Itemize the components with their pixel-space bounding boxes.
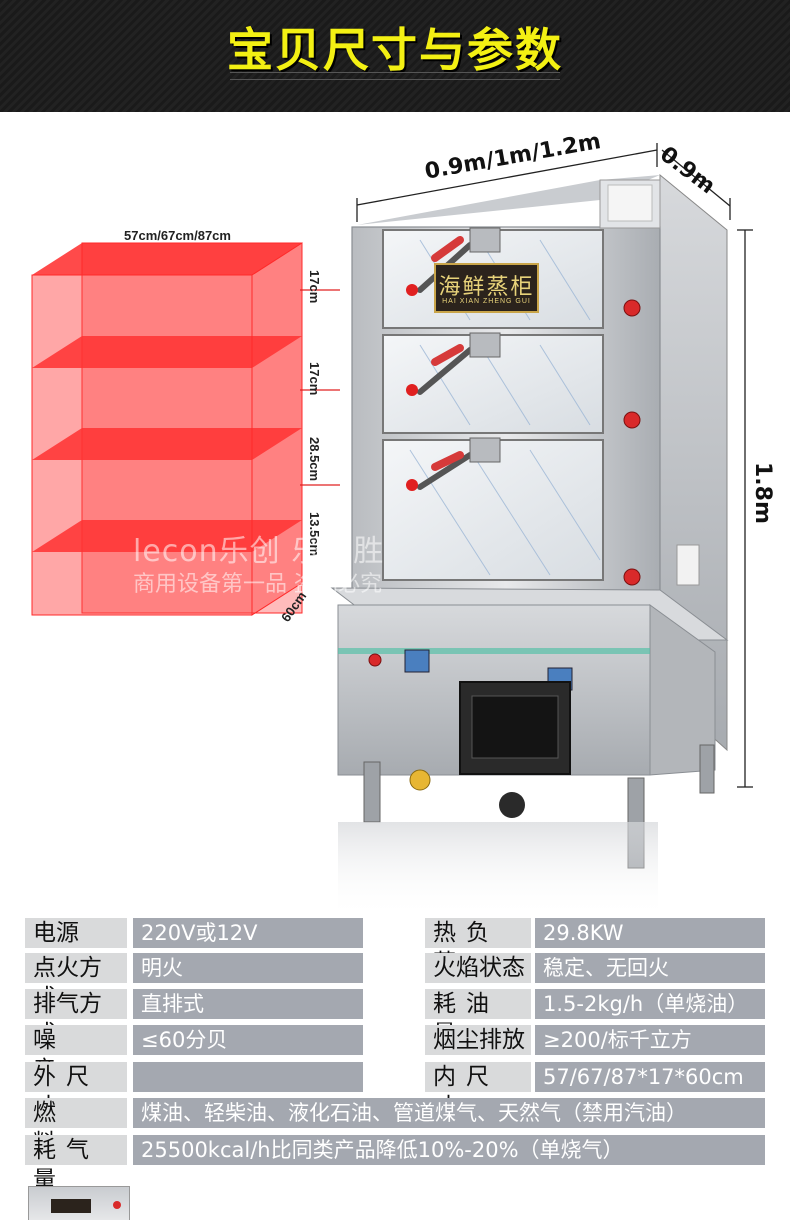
spec-value — [133, 1062, 363, 1092]
floor-reflection — [338, 822, 658, 918]
spec-value: 明火 — [133, 953, 363, 983]
spec-row-inner-size: 内尺寸 57/67/87*17*60cm — [425, 1062, 765, 1120]
thumbnail-knob — [113, 1201, 121, 1209]
cabinet-sign-text: 海鲜蒸柜 — [438, 275, 535, 300]
title-banner: 宝贝尺寸与参数 — [0, 0, 790, 112]
next-section-thumbnail — [28, 1186, 130, 1220]
tier-slabs — [32, 243, 302, 552]
spec-label: 排气方式 — [25, 989, 127, 1047]
spec-value: 220V或12V — [133, 918, 363, 948]
spec-label-text: 耗气量 — [33, 1137, 99, 1193]
spec-value: 57/67/87*17*60cm — [535, 1062, 765, 1092]
tier-label-2: 17cm — [307, 362, 322, 396]
spec-row-power: 电源 220V或12V — [25, 918, 365, 948]
spec-label-text: 电源 — [33, 920, 79, 946]
watermark-brand: lecon乐创 乐创胜 — [133, 534, 385, 569]
cabinet-sign-subtext: HAI XIAN ZHENG GUI — [442, 298, 531, 305]
spec-value: 稳定、无回火 — [535, 953, 765, 983]
cabinet-top-panel — [357, 175, 660, 225]
spec-label: 内尺寸 — [425, 1062, 531, 1120]
spec-row-heat-load: 热负荷 29.8KW — [425, 918, 765, 976]
spec-label-text: 烟尘排放 — [433, 1027, 525, 1053]
spec-value: 直排式 — [133, 989, 363, 1019]
spec-label: 电源 — [25, 918, 127, 948]
spec-label-text: 噪音 — [33, 1027, 90, 1083]
spec-value: 煤油、轻柴油、液化石油、管道煤气、天然气（禁用汽油） — [133, 1098, 765, 1128]
spec-row-ignition: 点火方式 明火 — [25, 953, 365, 1011]
spec-value: ≥200/标千立方 — [535, 1025, 765, 1055]
inner-width-label: 57cm/67cm/87cm — [124, 228, 231, 243]
spec-label: 外尺寸 — [25, 1062, 127, 1120]
spec-label: 烟尘排放 — [425, 1025, 531, 1055]
spec-label-text: 点火方式 — [33, 955, 102, 1011]
thumbnail-sign — [51, 1199, 91, 1213]
indicator-knobs — [623, 299, 641, 586]
spec-row-noise: 噪音 ≤60分贝 — [25, 1025, 365, 1083]
spec-row-flame: 火焰状态 稳定、无回火 — [425, 953, 765, 983]
spec-row-outer-size: 外尺寸 — [25, 1062, 365, 1120]
spec-label: 耗油量 — [425, 989, 531, 1047]
spec-label: 耗气量 — [25, 1135, 127, 1193]
spec-row-fuel: 燃料 煤油、轻柴油、液化石油、管道煤气、天然气（禁用汽油） — [25, 1098, 765, 1156]
spec-label: 燃料 — [25, 1098, 127, 1156]
leader-dots — [406, 284, 418, 491]
spec-label: 点火方式 — [25, 953, 127, 1011]
width-dimension-line — [356, 143, 753, 788]
spec-value: 25500kcal/h比同类产品降低10%-20%（单烧气） — [133, 1135, 765, 1165]
height-dimension: 1.8m — [750, 462, 775, 524]
spec-label: 噪音 — [25, 1025, 127, 1083]
cabinet-illustration — [330, 143, 753, 918]
watermark-slogan: 商用设备第一品 盗图必究 — [133, 572, 382, 597]
cabinet-sign-plate — [434, 263, 539, 313]
spec-row-oil-usage: 耗油量 1.5-2kg/h（单烧油） — [425, 989, 765, 1047]
tier-label-3: 28.5cm — [307, 437, 322, 482]
spec-label-text: 排气方式 — [33, 991, 102, 1047]
spec-row-emission: 烟尘排放 ≥200/标千立方 — [425, 1025, 765, 1055]
inner-dimension-box — [31, 242, 340, 616]
tier-label-1: 17cm — [307, 270, 322, 304]
spec-label-text: 火焰状态 — [433, 955, 525, 981]
page-title: 宝贝尺寸与参数 — [227, 23, 563, 77]
spec-label: 热负荷 — [425, 918, 531, 976]
spec-row-gas-usage: 耗气量 25500kcal/h比同类产品降低10%-20%（单烧气） — [25, 1135, 765, 1193]
spec-value: 29.8KW — [535, 918, 765, 948]
spec-row-exhaust: 排气方式 直排式 — [25, 989, 365, 1047]
spec-label: 火焰状态 — [425, 953, 531, 983]
spec-value: ≤60分贝 — [133, 1025, 363, 1055]
spec-value: 1.5-2kg/h（单烧油） — [535, 989, 765, 1019]
banner-divider — [230, 72, 560, 80]
